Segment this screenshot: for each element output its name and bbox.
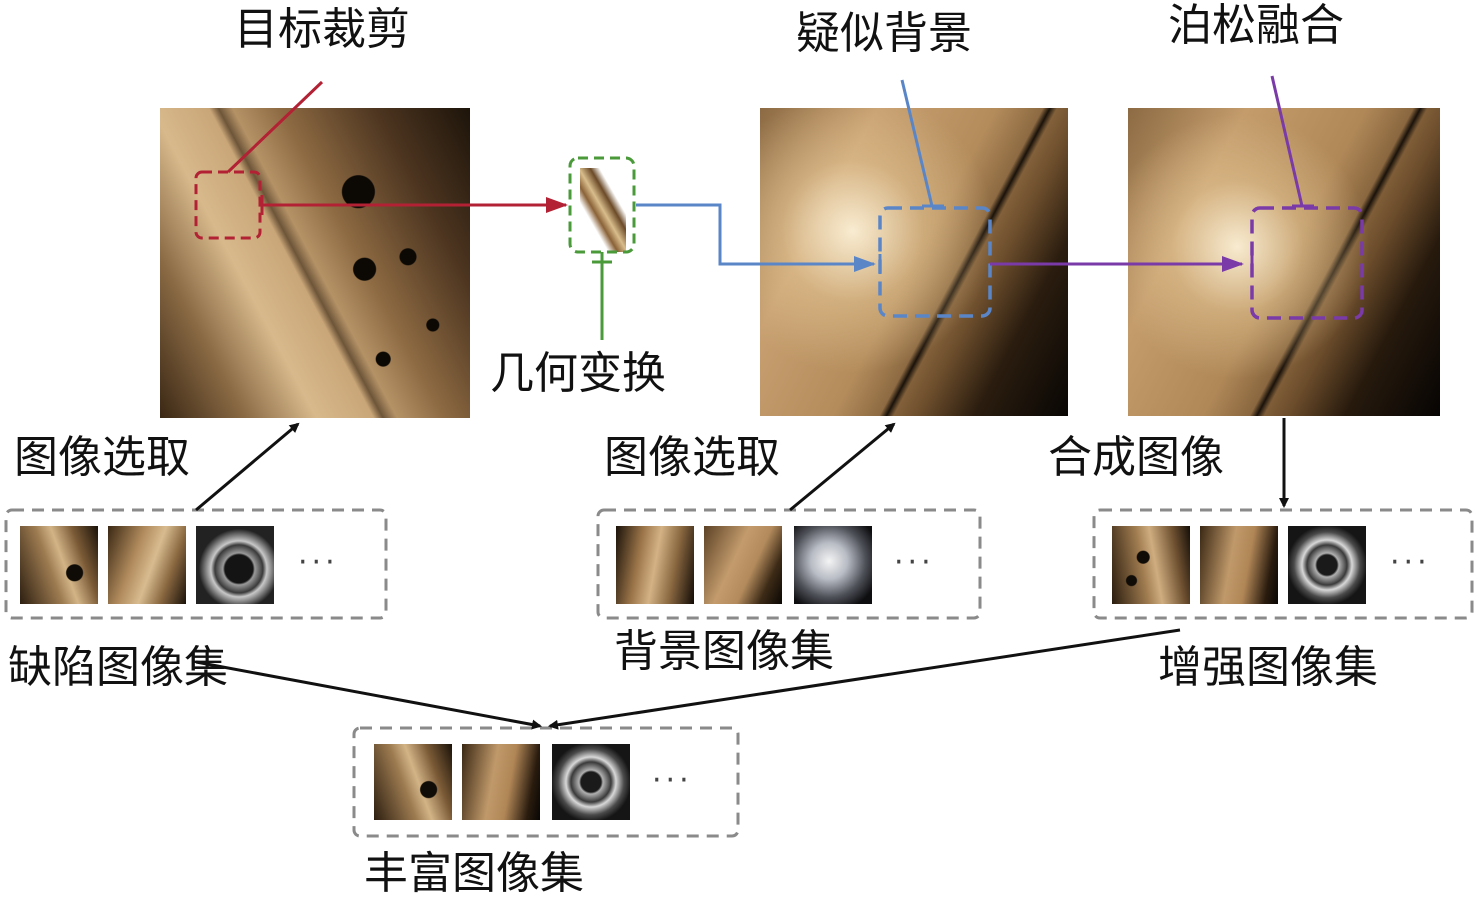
transform-box (568, 156, 636, 254)
rich-set-ellipsis: ··· (652, 763, 693, 798)
rich-set-thumb-2 (462, 744, 540, 820)
defect-set-thumb-2 (108, 526, 186, 604)
transform-to-background-arrow (636, 203, 876, 272)
image-selection-label-2: 图像选取 (604, 432, 780, 483)
rich-set-box (352, 726, 740, 838)
defect-set-thumb-3 (196, 526, 274, 604)
defect-photo (160, 108, 470, 418)
defect-set-box (4, 508, 388, 620)
select-background-arrow (789, 422, 896, 512)
suspected-background-label: 疑似背景 (796, 8, 972, 59)
background-photo (760, 108, 1068, 416)
rich-set-thumb-3 (552, 744, 630, 820)
fused-photo (1128, 108, 1440, 416)
suspected-background-box (878, 206, 992, 318)
defect-to-rich-arrow (195, 660, 542, 730)
fusion-label-leader (1270, 75, 1304, 207)
image-selection-label-1: 图像选取 (14, 432, 190, 483)
enhanced-set-thumb-1 (1112, 526, 1190, 604)
background-set-thumb-3 (794, 526, 872, 604)
background-image-set-label: 背景图像集 (614, 626, 834, 677)
background-set-thumb-1 (616, 526, 694, 604)
background-set-box (596, 508, 982, 620)
background-set-ellipsis: ··· (894, 545, 935, 580)
defect-set-thumb-1 (20, 526, 98, 604)
crop-region-box (194, 170, 262, 240)
synthesized-image-label: 合成图像 (1048, 432, 1224, 483)
defect-image-set-label: 缺陷图像集 (8, 642, 228, 693)
select-defect-arrow (195, 422, 300, 512)
background-label-leader (900, 79, 934, 207)
enhanced-to-rich-arrow (548, 628, 1181, 730)
enhanced-set-thumb-2 (1200, 526, 1278, 604)
poisson-fusion-label: 泊松融合 (1168, 0, 1344, 51)
enhanced-set-thumb-3 (1288, 526, 1366, 604)
target-crop-label: 目标裁剪 (234, 4, 410, 55)
enhanced-set-box (1092, 508, 1474, 620)
enhanced-image-set-label: 增强图像集 (1158, 642, 1378, 693)
cropped-defect-patch (580, 168, 626, 252)
crop-label-leader (226, 80, 324, 174)
fusion-box (1250, 206, 1364, 320)
rich-set-thumb-1 (374, 744, 452, 820)
enhanced-set-ellipsis: ··· (1390, 545, 1431, 580)
defect-set-ellipsis: ··· (298, 545, 339, 580)
geometric-transform-label: 几何变换 (490, 348, 666, 399)
background-set-thumb-2 (704, 526, 782, 604)
rich-image-set-label: 丰富图像集 (364, 848, 584, 899)
